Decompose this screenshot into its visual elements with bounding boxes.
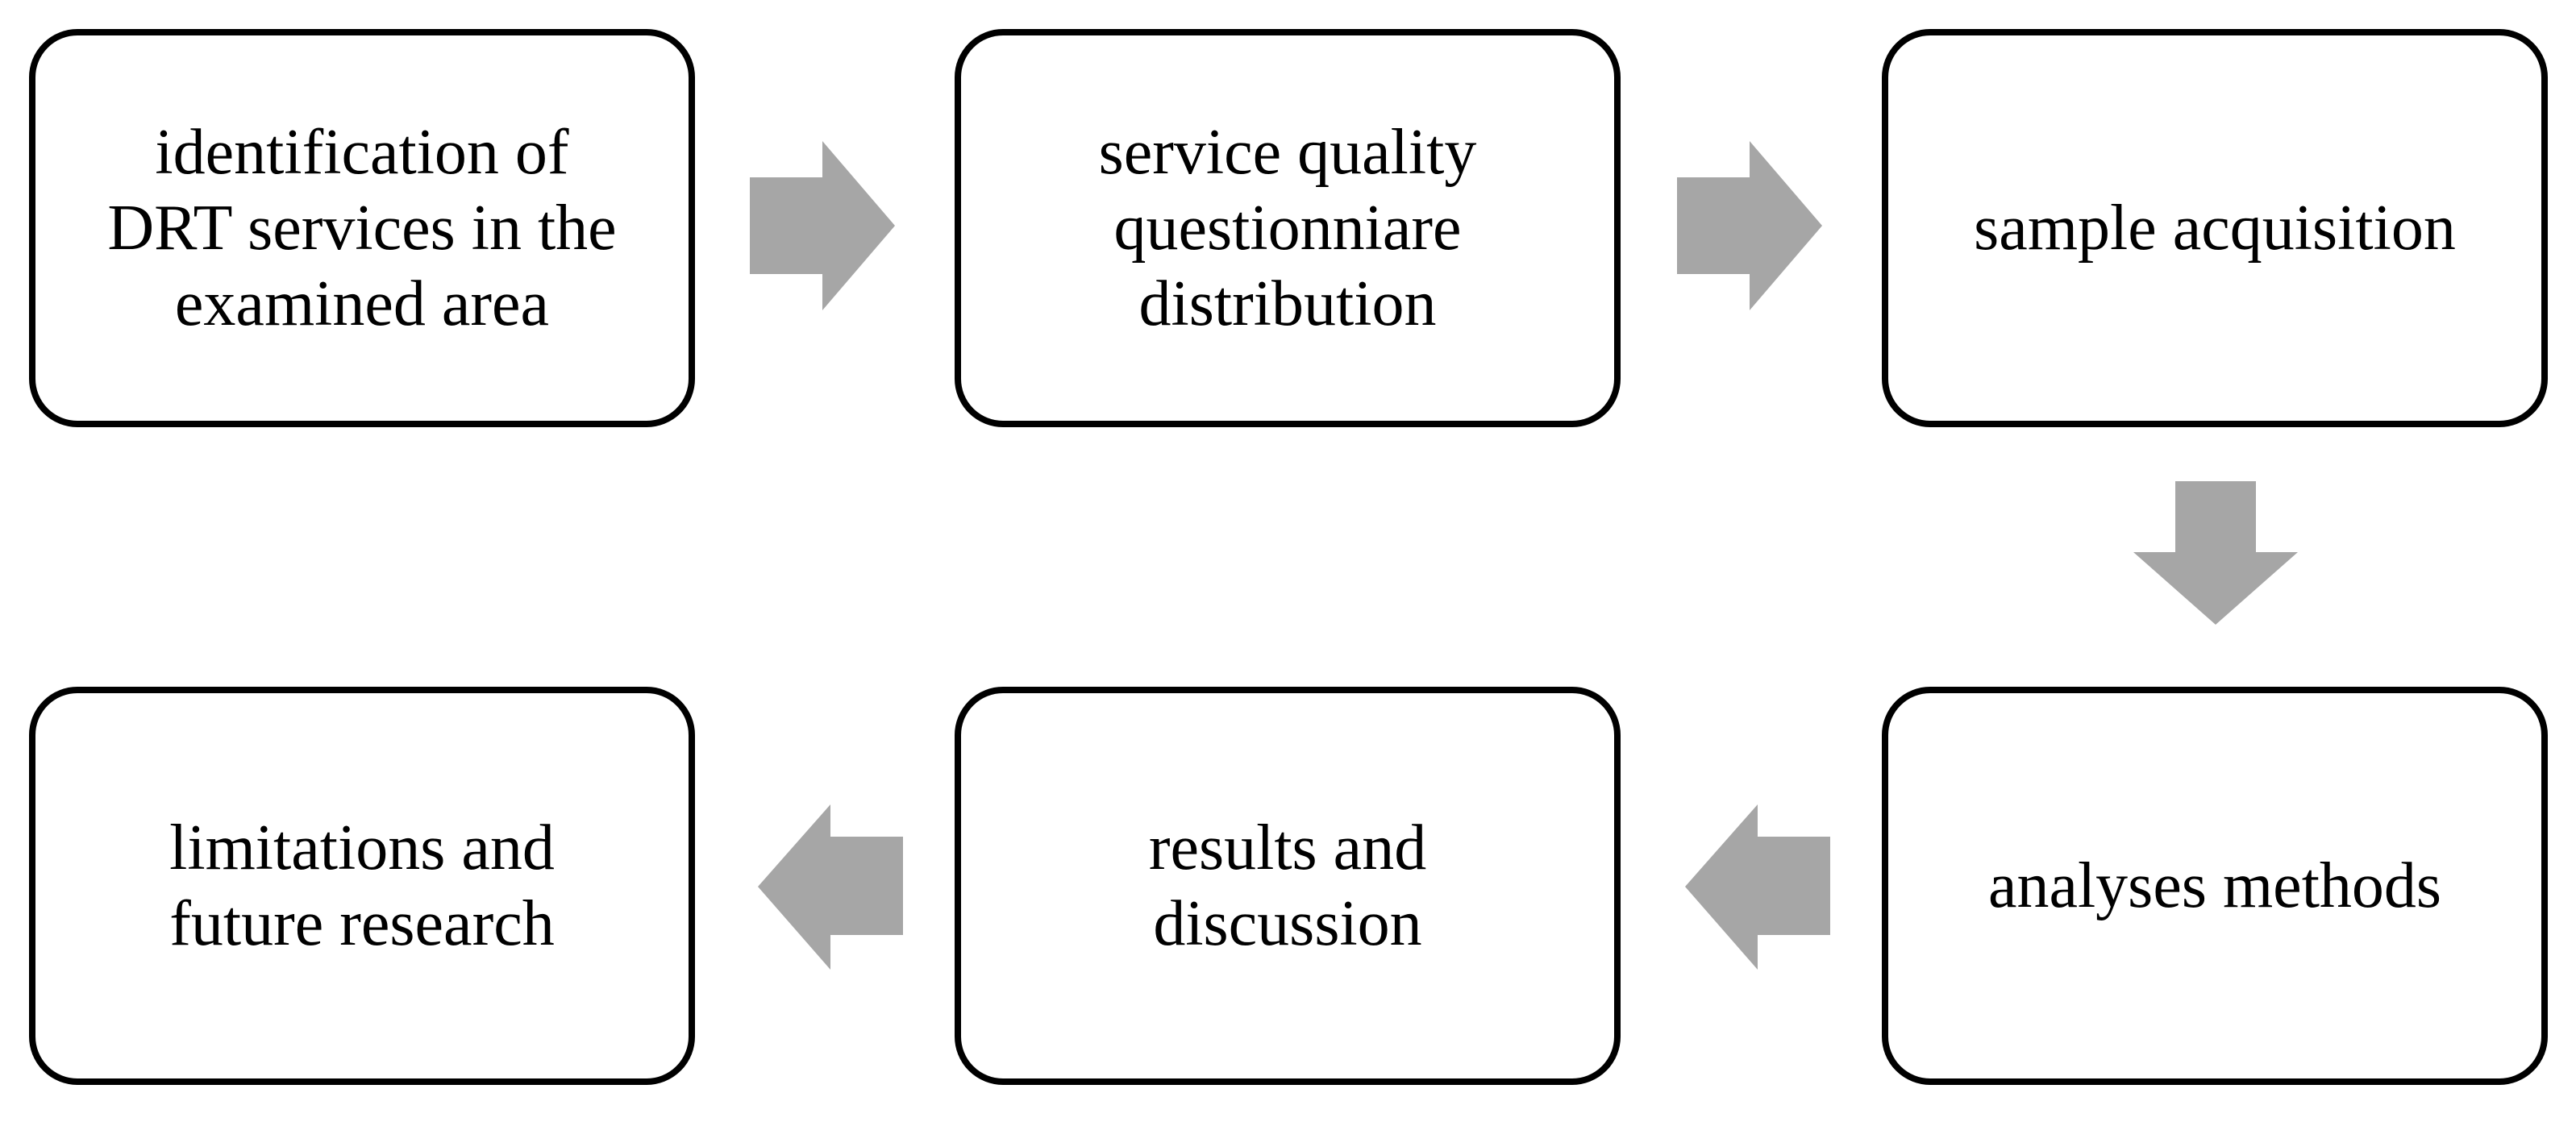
arrow-down-icon xyxy=(2133,481,2298,625)
step-label: results and discussion xyxy=(1148,812,1427,959)
step-label: identification of DRT services in the ex… xyxy=(107,117,617,339)
step-label: sample acquisition xyxy=(1974,193,2456,264)
arrow-right-icon xyxy=(1677,141,1822,310)
step-box-limitations: limitations and future research xyxy=(29,687,695,1085)
step-box-sample-acquisition: sample acquisition xyxy=(1882,29,2548,427)
arrow-right-icon xyxy=(750,141,895,310)
step-label: analyses methods xyxy=(1987,850,2442,921)
step-box-results: results and discussion xyxy=(955,687,1621,1085)
step-box-identification: identification of DRT services in the ex… xyxy=(29,29,695,427)
step-box-analyses-methods: analyses methods xyxy=(1882,687,2548,1085)
step-label: service quality questionniare distributi… xyxy=(1098,117,1477,339)
arrow-left-icon xyxy=(1685,804,1830,970)
step-box-questionnaire: service quality questionniare distributi… xyxy=(955,29,1621,427)
arrow-left-icon xyxy=(758,804,903,970)
step-label: limitations and future research xyxy=(169,812,555,959)
